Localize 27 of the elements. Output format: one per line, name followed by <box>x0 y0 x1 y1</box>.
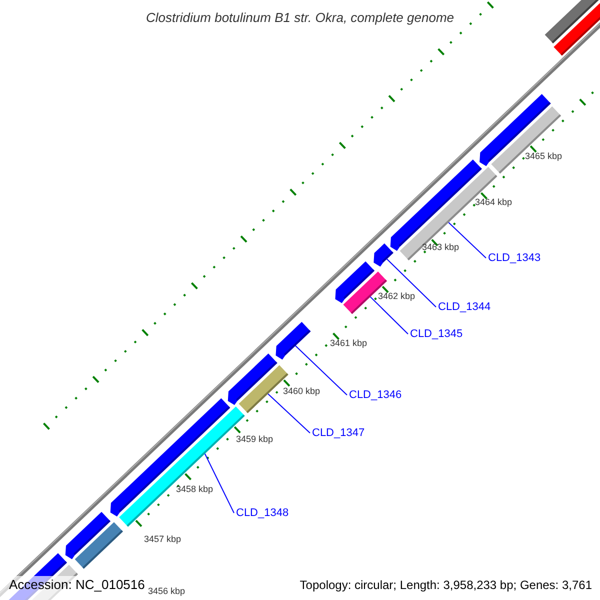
gene-label: CLD_1348 <box>236 507 289 520</box>
leader-line <box>294 345 348 396</box>
scale-label: 3458 kbp <box>176 484 214 495</box>
leader-line <box>268 393 310 434</box>
gene-label: CLD_1345 <box>410 328 463 341</box>
genome-info-text: Topology: circular; Length: 3,958,233 bp; Genes: 3,761 <box>300 577 592 593</box>
accession-text: Accession: NC_010516 <box>9 577 145 593</box>
scale-label: 3461 kbp <box>330 338 368 349</box>
gene-label: CLD_1347 <box>312 427 365 440</box>
leader-line <box>204 453 234 514</box>
scale-label: 3465 kbp <box>525 151 562 162</box>
scale-label: 3460 kbp <box>283 386 320 397</box>
gene-label: CLD_1344 <box>438 301 491 314</box>
gene-block <box>374 243 394 267</box>
scale-label: 3457 kbp <box>144 534 182 545</box>
leader-line <box>370 296 408 334</box>
leader-line <box>448 222 486 258</box>
leader-line <box>386 258 436 308</box>
gene-block <box>276 322 311 360</box>
scale-label: 3462 kbp <box>378 291 416 302</box>
diagram-title: Clostridium botulinum B1 str. Okra, complete genome <box>144 9 456 27</box>
scale-label: 3464 kbp <box>475 197 512 208</box>
scale-label: 3456 kbp <box>148 586 186 597</box>
scale-label: 3463 kbp <box>422 242 460 253</box>
scale-label: 3459 kbp <box>236 434 274 445</box>
gene-label: CLD_1343 <box>488 252 541 265</box>
gene-label: CLD_1346 <box>349 389 402 402</box>
